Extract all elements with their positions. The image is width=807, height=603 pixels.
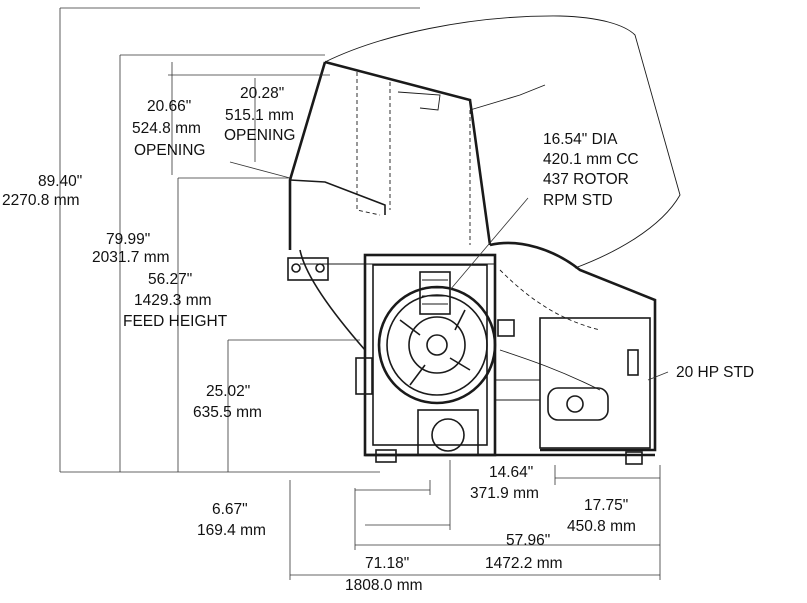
svg-text:1808.0 mm: 1808.0 mm <box>345 577 423 594</box>
svg-text:2031.7 mm: 2031.7 mm <box>92 249 170 266</box>
svg-text:OPENING: OPENING <box>134 142 205 159</box>
opening-outer-label: 20.66" 524.8 mm OPENING <box>132 98 205 159</box>
svg-text:14.64": 14.64" <box>489 464 533 481</box>
motor-label: 20 HP STD <box>676 364 754 381</box>
svg-text:16.54" DIA: 16.54" DIA <box>543 131 618 148</box>
svg-text:20.28": 20.28" <box>240 85 284 102</box>
svg-text:79.99": 79.99" <box>106 231 150 248</box>
svg-text:169.4 mm: 169.4 mm <box>197 522 266 539</box>
svg-text:524.8 mm: 524.8 mm <box>132 120 201 137</box>
hopper-body <box>288 60 492 351</box>
svg-text:515.1 mm: 515.1 mm <box>225 107 294 124</box>
svg-text:1472.2 mm: 1472.2 mm <box>485 555 563 572</box>
drive-housing <box>489 241 657 452</box>
opening-inner-label: 20.28" 515.1 mm OPENING <box>224 85 295 144</box>
svg-text:71.18": 71.18" <box>365 555 409 572</box>
svg-text:450.8 mm: 450.8 mm <box>567 518 636 535</box>
svg-text:20 HP STD: 20 HP STD <box>676 364 754 381</box>
svg-text:1429.3 mm: 1429.3 mm <box>134 292 212 309</box>
horizontal-dimension-lines <box>289 460 661 580</box>
overall-height-label: 89.40" 2270.8 mm <box>2 173 82 209</box>
svg-text:2270.8 mm: 2270.8 mm <box>2 192 80 209</box>
svg-text:635.5 mm: 635.5 mm <box>193 404 262 421</box>
vertical-dimension-lines <box>59 7 420 473</box>
offset-label: 6.67" 169.4 mm <box>197 501 266 539</box>
svg-text:RPM STD: RPM STD <box>543 192 613 209</box>
feed-height-label: 56.27" 1429.3 mm FEED HEIGHT <box>123 271 228 330</box>
svg-text:57.96": 57.96" <box>506 532 550 549</box>
side-depth-label: 17.75" 450.8 mm <box>567 497 636 535</box>
svg-text:6.67": 6.67" <box>212 501 248 518</box>
base-frame <box>355 357 655 465</box>
rotor-spec-label: 16.54" DIA 420.1 mm CC 437 ROTOR RPM STD <box>543 131 639 209</box>
svg-text:420.1 mm CC: 420.1 mm CC <box>543 151 639 168</box>
svg-text:17.75": 17.75" <box>584 497 628 514</box>
leader-lines <box>449 197 669 381</box>
svg-text:371.9 mm: 371.9 mm <box>470 485 539 502</box>
rotor-assembly <box>377 271 497 405</box>
frame-length-label: 57.96" 1472.2 mm <box>485 532 563 572</box>
svg-text:89.40": 89.40" <box>38 173 82 190</box>
hopper-lid-outline <box>324 15 681 269</box>
svg-text:56.27": 56.27" <box>148 271 192 288</box>
overall-length-label: 71.18" 1808.0 mm <box>345 555 423 594</box>
svg-text:25.02": 25.02" <box>206 383 250 400</box>
svg-text:OPENING: OPENING <box>224 127 295 144</box>
discharge-height-label: 25.02" 635.5 mm <box>193 383 262 421</box>
svg-text:437 ROTOR: 437 ROTOR <box>543 171 629 188</box>
machine-height-label: 79.99" 2031.7 mm <box>92 231 170 266</box>
svg-text:20.66": 20.66" <box>147 98 191 115</box>
discharge-width-label: 14.64" 371.9 mm <box>470 464 539 502</box>
svg-text:FEED HEIGHT: FEED HEIGHT <box>123 313 228 330</box>
